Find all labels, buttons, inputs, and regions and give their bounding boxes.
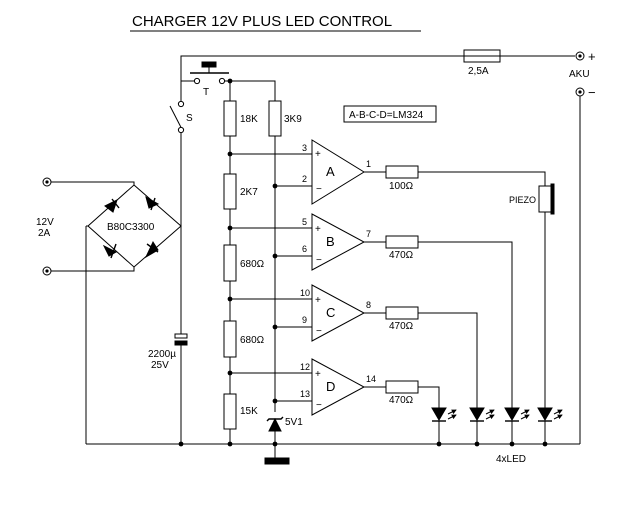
opamp-b-resistor: 470Ω bbox=[389, 250, 414, 261]
resistor-680-a bbox=[223, 244, 237, 282]
input-voltage: 12V bbox=[36, 217, 54, 228]
divider-chain bbox=[223, 81, 237, 444]
resistor-15k bbox=[223, 393, 237, 430]
opamp-b-pin-plus: 5 bbox=[302, 217, 307, 227]
zener-diode bbox=[268, 417, 282, 432]
piezo-label: PIEZO bbox=[509, 195, 536, 205]
opamp-d-name: D bbox=[326, 379, 335, 394]
opamp-a-resistor: 100Ω bbox=[389, 181, 414, 192]
battery-plus-sign: + bbox=[588, 49, 596, 64]
opamp-d bbox=[230, 358, 440, 416]
led-3 bbox=[504, 407, 530, 444]
junction-dots bbox=[178, 78, 548, 447]
input-current: 2A bbox=[38, 228, 51, 239]
opamp-d-resistor: 470Ω bbox=[389, 395, 414, 406]
diagram-title: CHARGER 12V PLUS LED CONTROL bbox=[132, 13, 392, 30]
svg-text:+: + bbox=[315, 295, 321, 306]
resistor-680-b bbox=[223, 320, 237, 358]
positive-rail bbox=[180, 55, 575, 101]
divider-label-3: 680Ω bbox=[240, 259, 265, 270]
divider-label-1: 18K bbox=[240, 114, 258, 125]
switch-s bbox=[169, 100, 185, 334]
resistor-3k9 bbox=[268, 100, 282, 137]
opamp-b-pin-out: 7 bbox=[366, 229, 371, 239]
ground-symbol bbox=[264, 457, 290, 465]
zener-label: 5V1 bbox=[285, 417, 303, 428]
led-2 bbox=[469, 407, 495, 444]
ic-note-box bbox=[343, 105, 437, 123]
opamp-c-name: C bbox=[326, 305, 335, 320]
opamp-c-pin-plus: 10 bbox=[300, 288, 310, 298]
opamp-c-resistor: 470Ω bbox=[389, 321, 414, 332]
push-button-t bbox=[181, 61, 230, 85]
opamp-b-name: B bbox=[326, 234, 335, 249]
bridge-rectifier bbox=[51, 181, 182, 444]
opamp-b-pin-minus: 6 bbox=[302, 244, 307, 254]
opamp-c-pin-minus: 9 bbox=[302, 315, 307, 325]
reference-chain bbox=[230, 80, 290, 465]
fuse bbox=[463, 49, 501, 63]
capacitor-value: 2200µ bbox=[148, 349, 176, 360]
divider-label-2: 2K7 bbox=[240, 187, 258, 198]
opamp-a bbox=[230, 139, 546, 205]
battery-minus-sign: − bbox=[588, 85, 596, 100]
opamp-d-pin-minus: 13 bbox=[300, 389, 310, 399]
piezo-buzzer bbox=[538, 183, 555, 408]
capacitor-2200u bbox=[174, 333, 188, 444]
divider-label-4: 680Ω bbox=[240, 335, 265, 346]
led-1 bbox=[431, 407, 457, 444]
r3k9-label: 3K9 bbox=[284, 114, 302, 125]
divider-label-5: 15K bbox=[240, 406, 258, 417]
bridge-label: B80C3300 bbox=[107, 222, 155, 233]
resistor-18k bbox=[223, 100, 237, 137]
svg-text:+: + bbox=[315, 369, 321, 380]
opamp-a-pin-plus: 3 bbox=[302, 143, 307, 153]
svg-text:−: − bbox=[316, 184, 322, 195]
opamp-c bbox=[230, 284, 478, 408]
opamp-a-pin-out: 1 bbox=[366, 159, 371, 169]
opamp-c-pin-out: 8 bbox=[366, 300, 371, 310]
opamp-a-pin-minus: 2 bbox=[302, 174, 307, 184]
opamp-b bbox=[230, 213, 513, 408]
opamp-a-name: A bbox=[326, 164, 335, 179]
led-4 bbox=[537, 407, 563, 444]
button-label: T bbox=[203, 87, 209, 98]
svg-text:−: − bbox=[316, 255, 322, 266]
svg-text:+: + bbox=[315, 224, 321, 235]
fuse-label: 2,5A bbox=[468, 66, 489, 77]
switch-label: S bbox=[186, 113, 193, 124]
resistor-2k7 bbox=[223, 173, 237, 210]
ic-note: A-B-C-D=LM324 bbox=[349, 110, 424, 121]
svg-text:−: − bbox=[316, 326, 322, 337]
svg-text:−: − bbox=[316, 400, 322, 411]
capacitor-voltage: 25V bbox=[151, 360, 169, 371]
opamp-d-pin-out: 14 bbox=[366, 374, 376, 384]
opamp-d-pin-plus: 12 bbox=[300, 362, 310, 372]
led-label: 4xLED bbox=[496, 454, 526, 465]
battery-label: AKU bbox=[569, 69, 590, 80]
svg-text:+: + bbox=[315, 149, 321, 160]
